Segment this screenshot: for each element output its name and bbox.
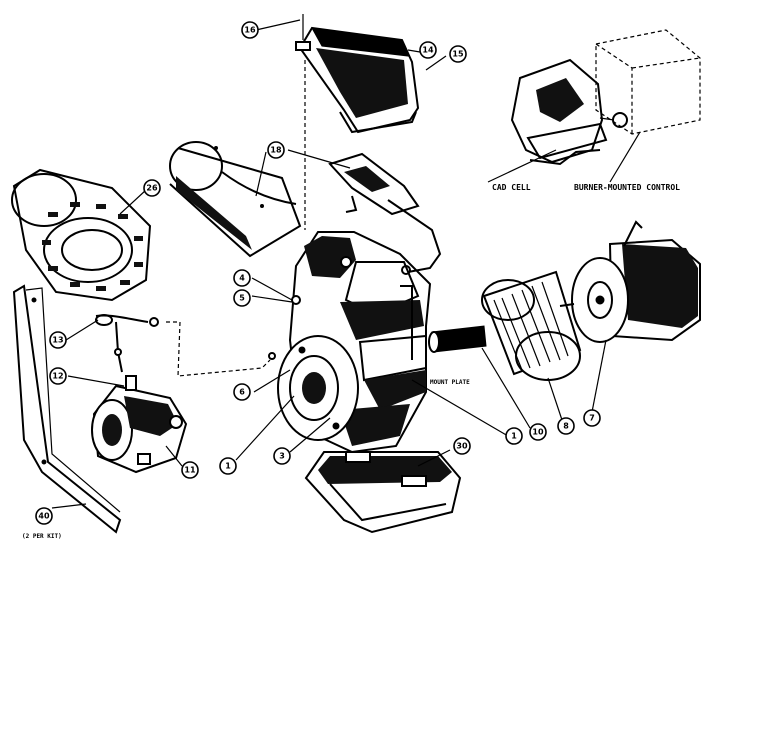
callout-30: 30 [453, 437, 471, 455]
svg-text:12: 12 [52, 372, 63, 381]
callout-15: 15 [449, 45, 467, 63]
callout-1-left: 1 [219, 457, 237, 475]
svg-text:40: 40 [38, 512, 50, 521]
electrode-assembly [328, 152, 442, 275]
callout-12: 12 [49, 367, 67, 385]
per-kit-label: (2 PER KIT) [22, 533, 62, 540]
svg-text:14: 14 [422, 46, 434, 55]
cad-cell-label: CAD CELL [492, 183, 531, 192]
mount-plate-label: MOUNT PLATE [430, 379, 470, 386]
ignition-lead [95, 314, 159, 373]
burner-housing [277, 231, 432, 454]
callout-13: 13 [49, 331, 67, 349]
svg-text:16: 16 [244, 26, 256, 35]
svg-text:13: 13 [52, 336, 63, 345]
svg-text:8: 8 [563, 422, 569, 431]
svg-text:1: 1 [225, 462, 231, 471]
callout-5: 5 [233, 289, 251, 307]
svg-text:26: 26 [146, 184, 158, 193]
leader-lines [51, 19, 607, 509]
callout-3: 3 [273, 447, 291, 465]
blower-coupling [428, 325, 487, 353]
svg-text:6: 6 [239, 388, 245, 397]
air-tube [169, 141, 302, 258]
callout-1-right: 1 [505, 427, 523, 445]
fuel-pump [91, 375, 188, 474]
svg-text:30: 30 [456, 442, 468, 451]
svg-text:7: 7 [589, 414, 595, 423]
svg-text:3: 3 [279, 452, 285, 461]
bottom-cover-plate [304, 451, 462, 534]
mounting-bracket [12, 284, 122, 534]
callout-11: 11 [181, 461, 199, 479]
flame-retention-head [11, 168, 152, 302]
svg-text:15: 15 [452, 50, 464, 59]
callout-6: 6 [233, 383, 251, 401]
svg-text:1: 1 [511, 432, 517, 441]
svg-text:5: 5 [239, 294, 245, 303]
callout-8: 8 [557, 417, 575, 435]
blower-wheel [481, 270, 582, 381]
ignition-transformer [295, 14, 420, 134]
burner-mounted-control-label: BURNER-MOUNTED CONTROL [574, 183, 680, 192]
callout-18: 18 [267, 141, 285, 159]
svg-text:4: 4 [239, 274, 245, 283]
svg-text:10: 10 [532, 428, 544, 437]
callout-40: 40 [35, 507, 53, 525]
callout-16-top: 16 [241, 21, 259, 39]
burner-mounted-control-box [595, 29, 701, 135]
cad-cell-assembly [510, 58, 628, 166]
callout-10: 10 [529, 423, 547, 441]
blower-motor [559, 220, 701, 343]
callout-14: 14 [419, 41, 437, 59]
callout-4: 4 [233, 269, 251, 287]
callout-7: 7 [583, 409, 601, 427]
svg-text:11: 11 [184, 466, 196, 475]
svg-text:18: 18 [270, 146, 282, 155]
callout-26: 26 [143, 179, 161, 197]
